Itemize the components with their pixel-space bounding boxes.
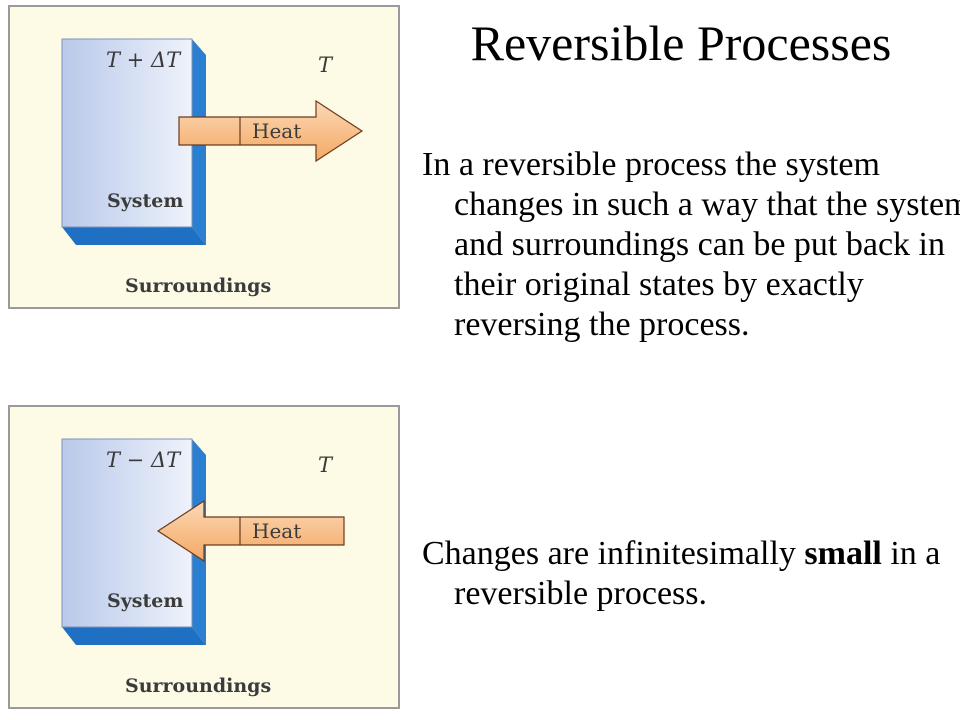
paragraph-text-after: in a reversible process.	[454, 535, 941, 612]
system-temperature-label: T + ΔT	[106, 48, 181, 72]
surroundings-temperature-label: T	[318, 453, 333, 477]
surroundings-temperature-label: T	[318, 53, 333, 77]
system-label: System	[107, 190, 184, 212]
heat-arrow-right	[178, 99, 364, 163]
heat-label: Heat	[252, 519, 302, 543]
diagram-heat-in-graphic	[8, 405, 400, 709]
paragraph-small-changes: Changes are infinitesimally small in a r…	[422, 534, 960, 614]
system-label: System	[107, 590, 184, 612]
surroundings-label: Surroundings	[125, 675, 272, 697]
system-block-bottom	[62, 627, 206, 645]
heat-arrow-left	[156, 499, 345, 563]
surroundings-label: Surroundings	[125, 275, 272, 297]
slide-title: Reversible Processes	[470, 15, 892, 71]
paragraph-text-before: Changes are infinitesimally	[422, 535, 805, 572]
paragraph-definition: In a reversible process the system chang…	[422, 146, 960, 343]
diagram-heat-out-graphic	[8, 5, 400, 309]
diagram-heat-in: T − ΔT T Heat System Surroundings	[8, 405, 400, 709]
system-block-face	[61, 38, 193, 228]
system-temperature-label: T − ΔT	[106, 448, 181, 472]
paragraph-emphasis: small	[804, 535, 882, 572]
system-block-bottom	[62, 227, 206, 245]
diagram-heat-out: T + ΔT T Heat System Surroundings	[8, 5, 400, 309]
heat-label: Heat	[252, 119, 302, 143]
